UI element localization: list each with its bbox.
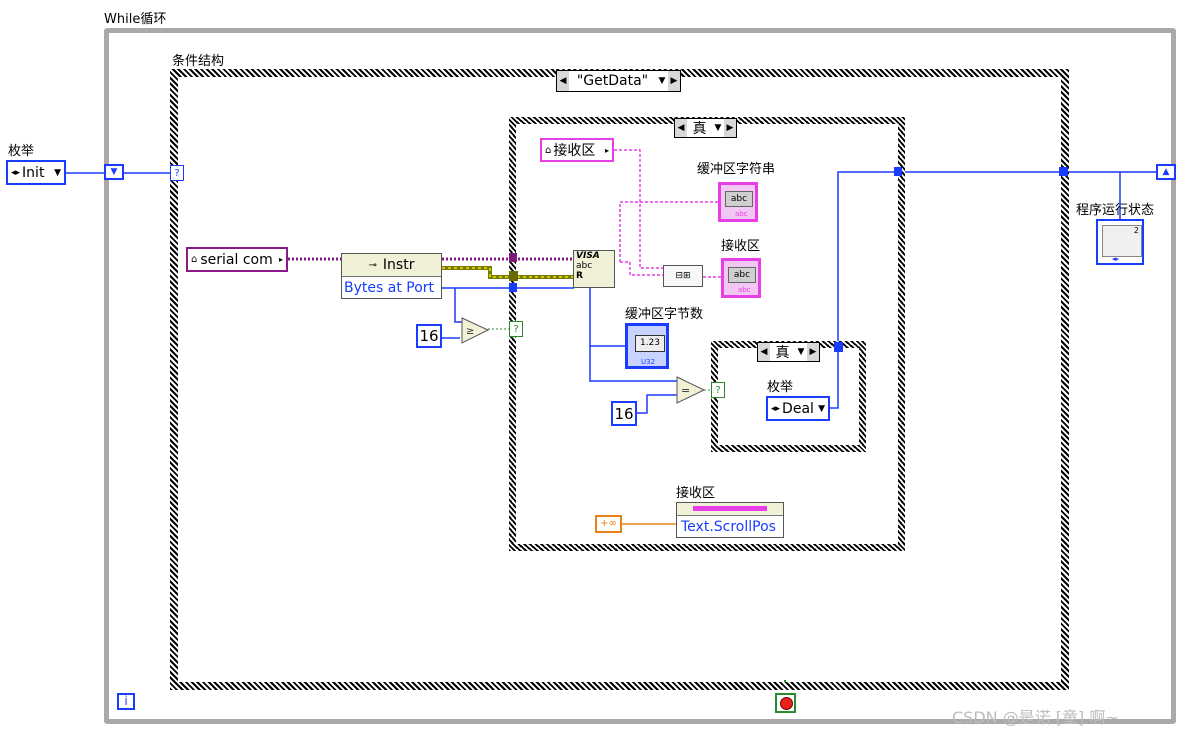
- buffer-bytes-indicator[interactable]: 1.23 U32: [625, 323, 669, 369]
- buffer-string-label: 缓冲区字符串: [697, 162, 776, 177]
- scroll-node-property[interactable]: Text.ScrollPos: [681, 519, 776, 535]
- stop-icon: [780, 697, 793, 710]
- receive-area-indicator[interactable]: abc abc: [721, 258, 761, 298]
- visa-abc-icon: abc: [576, 261, 593, 271]
- case-prev-icon[interactable]: ◀: [675, 119, 687, 137]
- inner-selector-terminal: ?: [509, 321, 523, 337]
- home-icon: ⌂: [545, 144, 552, 156]
- iteration-terminal[interactable]: i: [117, 693, 135, 710]
- constant-16-b[interactable]: 16: [611, 401, 637, 426]
- case-next-icon[interactable]: ▶: [807, 343, 819, 361]
- case-next-icon[interactable]: ▶: [724, 119, 736, 137]
- state-indicator[interactable]: 2 ◂▸: [1096, 219, 1144, 265]
- property-node[interactable]: ⊸ Instr Bytes at Port: [341, 253, 442, 299]
- key-icon: ⊸: [368, 259, 377, 271]
- inner-case-selector[interactable]: ◀ 真 ▼ ▶: [674, 118, 737, 138]
- enum-deal-label: 枚举: [767, 380, 794, 395]
- home-icon: ⌂: [191, 254, 198, 265]
- serial-com-value: serial com: [200, 251, 273, 268]
- enum-arrows-icon: ◂▸: [1112, 255, 1120, 263]
- scroll-node-label: 接收区: [676, 486, 716, 501]
- case-prev-icon[interactable]: ◀: [758, 343, 770, 361]
- enum-init-constant[interactable]: ◂▸ Init ▼: [6, 160, 66, 185]
- abc-tag-icon: abc: [735, 210, 748, 218]
- receive-area-label: 接收区: [721, 239, 761, 254]
- terminal-arrow-icon: ▸: [278, 255, 283, 264]
- state-indicator-label: 程序运行状态: [1076, 203, 1155, 218]
- shift-register-right[interactable]: ▲: [1156, 164, 1176, 180]
- terminal-arrow-icon: ▸: [604, 145, 609, 155]
- state-indicator-display-icon: 2: [1102, 225, 1142, 257]
- buffer-bytes-type: U32: [641, 358, 656, 366]
- property-node-property[interactable]: Bytes at Port: [344, 280, 435, 296]
- watermark: CSDN @是诺 [童] 啊~: [952, 708, 1119, 727]
- buffer-string-indicator[interactable]: abc abc: [718, 182, 758, 222]
- buffer-string-value: abc: [725, 191, 753, 207]
- nested-case-selector[interactable]: ◀ 真 ▼ ▶: [757, 342, 820, 362]
- property-node-class: ⊸ Instr: [342, 254, 441, 277]
- case-selector-getdata[interactable]: ◀ "GetData" ▼ ▶: [556, 70, 681, 92]
- abc-tag-icon: abc: [738, 286, 751, 294]
- tunnel-case-out: [1059, 167, 1068, 176]
- buffer-bytes-value: 1.23: [635, 335, 665, 352]
- scroll-node-header: [677, 503, 783, 516]
- scroll-property-node[interactable]: Text.ScrollPos: [676, 502, 784, 538]
- receive-ref-value: 接收区: [553, 143, 596, 159]
- visa-read-node[interactable]: VISA abc R: [573, 250, 615, 288]
- receive-area-value: abc: [728, 267, 756, 283]
- dropdown-icon: ▼: [818, 403, 825, 414]
- inner-case-value: 真: [692, 121, 707, 137]
- case-selector-value: "GetData": [576, 73, 649, 89]
- case-prev-icon[interactable]: ◀: [557, 71, 569, 91]
- nested-case-value: 真: [775, 345, 790, 361]
- buffer-bytes-label: 缓冲区字节数: [625, 307, 704, 322]
- enum-init-label: 枚举: [8, 144, 35, 159]
- serial-com-control[interactable]: ⌂ serial com ▸: [186, 247, 288, 272]
- case-next-icon[interactable]: ▶: [668, 71, 680, 91]
- constant-16-a[interactable]: 16: [416, 324, 442, 348]
- tunnel-enum-out: [894, 167, 902, 176]
- shift-register-left[interactable]: ▼: [104, 164, 124, 180]
- tunnel-purple: [509, 253, 517, 262]
- case-dropdown-icon[interactable]: ▼: [712, 119, 724, 137]
- visa-label-icon: VISA: [576, 251, 600, 261]
- tunnel-error: [509, 271, 518, 281]
- while-loop[interactable]: [104, 28, 1176, 724]
- pink-bar-icon: [693, 506, 767, 511]
- stop-terminal[interactable]: [775, 693, 796, 713]
- property-node-class-value: Instr: [382, 257, 415, 273]
- enum-deal-constant[interactable]: ◂▸ Deal ▼: [766, 396, 830, 421]
- case-dropdown-icon[interactable]: ▼: [656, 71, 668, 91]
- case-dropdown-icon[interactable]: ▼: [795, 343, 807, 361]
- nested-selector-terminal: ?: [711, 382, 725, 398]
- enum-deal-value: Deal: [782, 400, 814, 417]
- tunnel-nested-out: [834, 342, 843, 352]
- case-selector-terminal: ?: [170, 165, 184, 181]
- case-structure-label: 条件结构: [172, 54, 225, 69]
- concat-strings-node[interactable]: ⊟⊞: [663, 265, 703, 287]
- svg-text:≥: ≥: [466, 326, 474, 337]
- enum-arrows-icon: ◂▸: [11, 167, 21, 178]
- receive-area-ref[interactable]: ⌂ 接收区 ▸: [540, 138, 614, 162]
- tunnel-blue: [509, 283, 517, 292]
- infinity-constant[interactable]: +∞: [595, 515, 622, 533]
- dropdown-icon: ▼: [54, 167, 61, 178]
- enum-arrows-icon: ◂▸: [771, 403, 781, 414]
- enum-init-value: Init: [22, 164, 45, 181]
- visa-read-icon: R: [576, 271, 583, 281]
- while-loop-label: While循环: [104, 12, 167, 27]
- inner-case-structure[interactable]: [509, 117, 905, 551]
